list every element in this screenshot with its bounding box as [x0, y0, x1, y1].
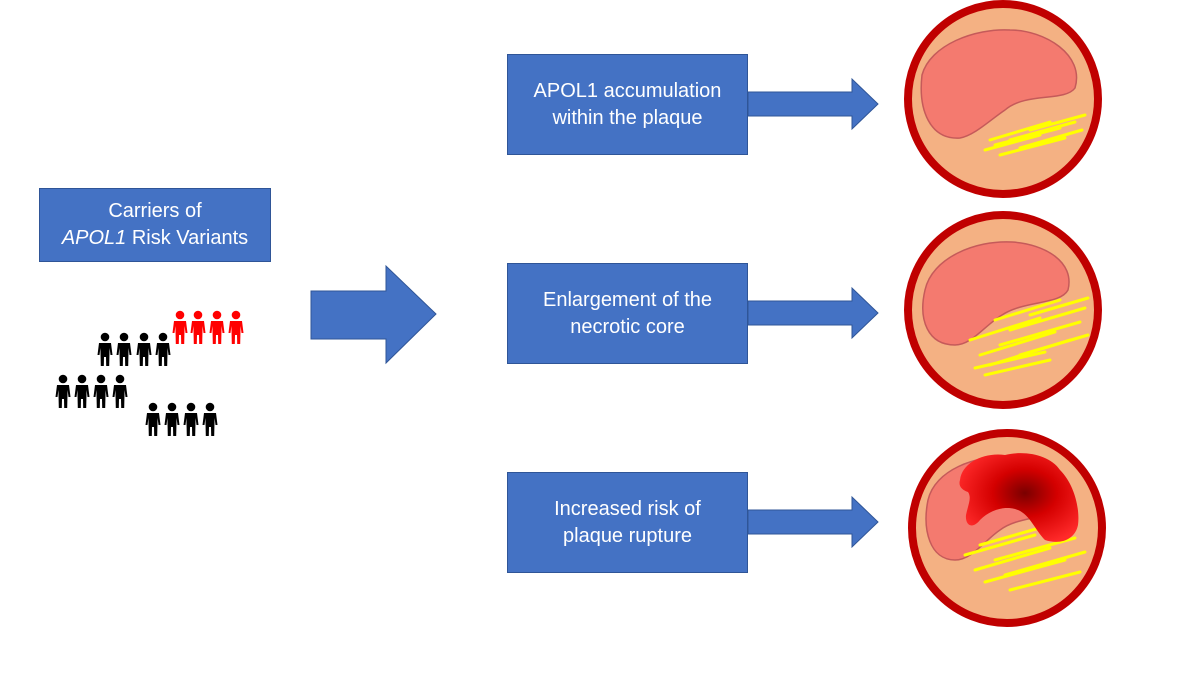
step-label-line1: Increased risk of: [554, 497, 701, 520]
carriers-label-line2: Risk Variants: [126, 227, 249, 249]
step-label-line2: within the plaque: [552, 106, 703, 129]
cholesterol-crystals: [968, 296, 1090, 377]
step-box-accumulation: APOL1 accumulation within the plaque: [507, 54, 748, 155]
arrow-to-vessel-3: [747, 495, 879, 549]
step-label-line2: plaque rupture: [563, 524, 692, 547]
step-label-line1: Enlargement of the: [543, 288, 712, 311]
people-group-black-3: [145, 402, 218, 436]
apol1-gene-label: APOL1: [61, 227, 127, 249]
carriers-box: Carriers of APOL1 Risk Variants: [39, 188, 271, 262]
rupture-hemorrhage: [959, 453, 1079, 542]
people-group-black-2: [55, 374, 128, 408]
lipid-core: [922, 241, 1070, 346]
arrow-to-vessel-2: [747, 286, 879, 340]
vessel-cross-section-3: [908, 429, 1106, 627]
vessel-cross-section-1: [904, 0, 1102, 198]
cholesterol-crystals: [983, 113, 1087, 157]
arrow-to-vessel-1: [747, 77, 879, 131]
carriers-label-line1: Carriers of: [108, 200, 202, 222]
vessel-cross-section-2: [904, 211, 1102, 409]
step-label-line1: APOL1 accumulation: [533, 79, 722, 102]
step-box-necrotic-core: Enlargement of the necrotic core: [507, 263, 748, 364]
lipid-core: [920, 29, 1078, 139]
people-group-black-1: [97, 332, 171, 366]
people-group-red: [172, 310, 244, 344]
step-box-rupture: Increased risk of plaque rupture: [507, 472, 748, 573]
step-label-line2: necrotic core: [570, 315, 685, 338]
main-arrow: [310, 264, 437, 365]
